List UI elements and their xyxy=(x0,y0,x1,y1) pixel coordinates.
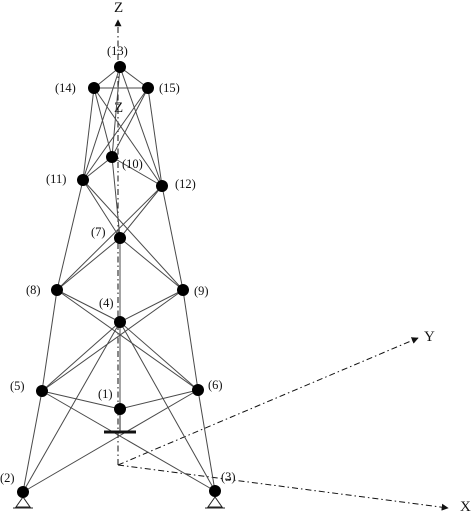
member-9-11 xyxy=(82,179,184,291)
node-5 xyxy=(36,385,48,397)
node-1 xyxy=(114,403,126,415)
member-11-13 xyxy=(82,66,121,181)
node-9 xyxy=(177,284,189,296)
y-axis xyxy=(117,337,419,466)
truss-members xyxy=(22,66,216,493)
x-axis-label: X xyxy=(460,499,471,515)
node-label-9: (9) xyxy=(194,284,209,298)
member-5-8 xyxy=(41,289,58,392)
node-12 xyxy=(156,180,168,192)
node-label-2: (2) xyxy=(0,471,15,485)
node-4 xyxy=(114,316,126,328)
member-12-15 xyxy=(147,87,163,187)
member-2-5 xyxy=(22,390,43,493)
member-7-12 xyxy=(119,185,163,239)
node-6 xyxy=(192,384,204,396)
member-11-15 xyxy=(82,87,149,181)
node-label-10: (10) xyxy=(122,157,143,171)
node-15 xyxy=(142,82,154,94)
node-label-5: (5) xyxy=(10,379,25,393)
support-node-2 xyxy=(13,496,33,509)
member-11-14 xyxy=(82,87,95,181)
member-10-15 xyxy=(111,87,149,158)
node-2 xyxy=(17,486,29,498)
member-4-9 xyxy=(119,289,184,323)
node-label-4: (4) xyxy=(99,296,114,310)
member-8-12 xyxy=(56,185,163,291)
member-5-9 xyxy=(41,289,184,392)
node-13 xyxy=(114,61,126,73)
y-axis-label: Y xyxy=(424,329,435,345)
support-node-1 xyxy=(104,415,136,434)
node-11 xyxy=(77,174,89,186)
member-6-9 xyxy=(182,289,199,391)
z-axis-inner-label: Z xyxy=(114,100,123,116)
member-6-8 xyxy=(56,289,199,391)
node-7 xyxy=(114,232,126,244)
member-3-6 xyxy=(197,389,216,492)
node-label-6: (6) xyxy=(208,378,223,392)
member-12-13 xyxy=(119,66,163,187)
node-label-14: (14) xyxy=(55,81,76,95)
truss-nodes xyxy=(17,61,221,498)
member-7-9 xyxy=(119,237,184,291)
z-axis-label: Z xyxy=(114,0,123,16)
member-9-12 xyxy=(161,185,184,291)
member-3-4 xyxy=(119,321,216,492)
node-labels: (1) (2) (3) (4) (5) (6) (7) (8) (9) (10) (11) (12) (… xyxy=(0,44,236,485)
member-7-11 xyxy=(82,179,121,239)
member-2-6 xyxy=(22,389,199,493)
member-10-14 xyxy=(93,87,113,158)
node-label-7: (7) xyxy=(91,225,106,239)
node-14 xyxy=(88,82,100,94)
member-1-5 xyxy=(41,390,121,410)
member-10-12 xyxy=(111,156,163,187)
member-1-6 xyxy=(119,389,199,410)
node-8 xyxy=(51,284,63,296)
member-7-8 xyxy=(56,237,121,291)
member-4-5 xyxy=(41,321,121,392)
node-label-1: (1) xyxy=(98,387,113,401)
member-4-8 xyxy=(56,289,121,323)
member-10-11 xyxy=(82,156,113,181)
node-label-12: (12) xyxy=(175,177,196,191)
member-10-13 xyxy=(111,66,121,158)
node-label-3: (3) xyxy=(221,470,236,484)
member-8-11 xyxy=(56,179,84,291)
member-4-6 xyxy=(119,321,199,391)
member-12-14 xyxy=(93,87,163,187)
supports xyxy=(13,415,225,509)
member-2-4 xyxy=(22,321,121,493)
node-label-8: (8) xyxy=(26,283,41,297)
coordinate-axes: Z Z Y X xyxy=(114,0,471,515)
node-label-11: (11) xyxy=(46,172,66,186)
node-10 xyxy=(106,151,118,163)
member-3-5 xyxy=(41,390,216,492)
support-node-3 xyxy=(205,496,225,509)
node-3 xyxy=(209,485,221,497)
node-label-15: (15) xyxy=(159,81,180,95)
node-label-13: (13) xyxy=(107,44,128,58)
member-7-10 xyxy=(111,156,121,239)
x-axis xyxy=(117,464,449,511)
